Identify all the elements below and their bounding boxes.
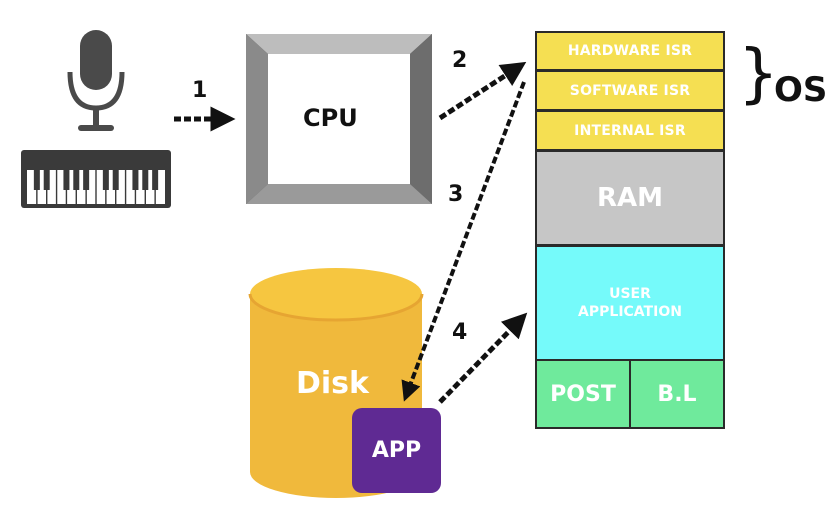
user-application-line2: APPLICATION (578, 304, 682, 320)
keyboard-icon (21, 150, 171, 208)
post-block: POST (535, 359, 631, 429)
cpu-label: CPU (303, 104, 358, 132)
cpu-chip (246, 34, 432, 204)
app-label: APP (371, 438, 422, 463)
arrow-2-number: 2 (452, 48, 468, 73)
arrow-4-number: 4 (452, 320, 468, 345)
microphone-icon (67, 30, 125, 131)
internal-isr-block: INTERNAL ISR (535, 110, 725, 151)
user-application-line1: USER (609, 286, 651, 302)
os-label: OS (774, 70, 828, 110)
user-application-block: USER APPLICATION (535, 245, 725, 361)
arrow-3-number: 3 (448, 182, 464, 207)
arrow-2 (438, 61, 527, 121)
app-icon-box: APP (352, 408, 441, 493)
disk-label: Disk (296, 366, 369, 401)
arrow-1-number: 1 (192, 78, 208, 103)
ram-block: RAM (535, 150, 725, 246)
hardware-isr-block: HARDWARE ISR (535, 31, 725, 71)
arrow-3 (401, 81, 526, 402)
os-brace: } (738, 37, 779, 111)
software-isr-block: SOFTWARE ISR (535, 70, 725, 111)
bootloader-block: B.L (629, 359, 725, 429)
